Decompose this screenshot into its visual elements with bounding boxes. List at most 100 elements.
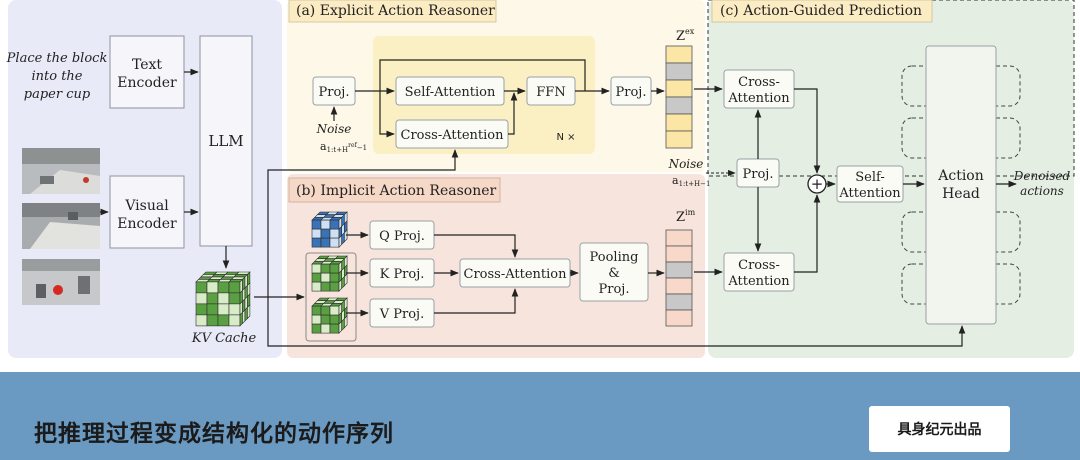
token-cell	[665, 113, 693, 132]
instruction-line-3: paper cup	[24, 87, 91, 102]
prediction-title: (c) Action-Guided Prediction	[720, 3, 922, 19]
implicit-cross-attention-label: Cross-Attention	[464, 267, 568, 282]
explicit-proj-in-label: Proj.	[319, 85, 350, 100]
pred-proj-label: Proj.	[743, 167, 774, 182]
action-head-label-1: Action	[937, 168, 984, 184]
implicit-title-tag	[288, 177, 501, 203]
z-im-token-stack	[665, 229, 693, 327]
cube-cell	[344, 273, 348, 287]
action-head-label-2: Head	[942, 186, 980, 202]
visual-encoder-label-1: Visual	[124, 198, 169, 214]
cube-cell	[329, 228, 340, 239]
explicit-noise-label: Noise	[316, 122, 352, 136]
cube-cell	[228, 314, 241, 327]
camera-image-3	[22, 259, 100, 305]
explicit-ffn-label: FFN	[536, 85, 565, 100]
kv-split-frame	[305, 252, 357, 342]
kv-cache-label: KV Cache	[191, 331, 257, 346]
cube-cell	[195, 303, 208, 316]
cube-cell	[320, 272, 331, 283]
cube-cell	[311, 263, 322, 274]
cube-cell	[195, 281, 208, 294]
z-im-label: Zim	[676, 208, 696, 225]
cube-cell	[311, 237, 322, 248]
pred-cross-attention-top-label-1: Cross-	[738, 75, 780, 90]
banner-badge: 具身纪元出品	[869, 406, 1010, 452]
cube-cell	[329, 237, 340, 248]
cube-cell	[228, 281, 241, 294]
output-label-1: Denoised	[1013, 169, 1071, 183]
implicit-title: (b) Implicit Action Reasoner	[296, 183, 496, 199]
pred-noise-symbol: a1:t+H−1	[672, 174, 710, 188]
explicit-repeat-label: N ×	[556, 132, 575, 143]
explicit-title: (a) Explicit Action Reasoner	[296, 3, 495, 19]
explicit-cross-attention-label: Cross-Attention	[401, 128, 505, 143]
output-label-2: actions	[1020, 184, 1064, 198]
camera-image-1	[22, 148, 100, 194]
cube-cell	[329, 314, 340, 325]
token-cell	[665, 229, 693, 247]
pred-cross-attention-bottom-label-2: Attention	[727, 274, 790, 289]
z-ex-token-stack	[665, 45, 693, 149]
k-cache-icon	[311, 255, 348, 292]
token-cell	[665, 261, 693, 279]
token-cell	[665, 277, 693, 295]
cube-cell	[320, 323, 331, 334]
cube-cell	[206, 292, 219, 305]
cube-cell	[311, 228, 322, 239]
prediction-title-tag	[711, 0, 933, 23]
v-cache-icon	[311, 297, 348, 334]
plus-junction-symbol: +	[811, 175, 824, 193]
q-proj-label: Q Proj.	[379, 229, 425, 244]
cube-cell	[320, 228, 331, 239]
v-proj-label: V Proj.	[379, 307, 424, 322]
token-cell	[665, 245, 693, 263]
visual-encoder-label-2: Encoder	[117, 216, 177, 232]
explicit-self-attention-label: Self-Attention	[405, 85, 496, 100]
text-encoder-box	[109, 35, 185, 109]
pred-self-attention-label-2: Attention	[838, 186, 901, 201]
cube-cell	[329, 281, 340, 292]
pred-cross-attention-bottom-label-1: Cross-	[738, 258, 780, 273]
cube-cell	[320, 263, 331, 274]
pooling-label-1: Pooling	[590, 250, 639, 265]
cube-cell	[247, 304, 251, 320]
cube-cell	[206, 314, 219, 327]
cube-cell	[320, 219, 331, 230]
token-cell	[665, 309, 693, 327]
cube-cell	[195, 314, 208, 327]
cube-cell	[217, 281, 230, 294]
pooling-label-2: &	[608, 266, 620, 281]
cube-cell	[329, 219, 340, 230]
cube-cell	[329, 263, 340, 274]
cube-cell	[206, 281, 219, 294]
instruction-line-1: Place the block	[6, 51, 108, 66]
cube-cell	[311, 272, 322, 283]
cube-cell	[242, 309, 246, 325]
z-ex-label: Zex	[676, 27, 695, 44]
k-proj-label: K Proj.	[380, 267, 425, 282]
cube-cell	[329, 323, 340, 334]
explicit-title-tag	[288, 0, 497, 23]
cube-cell	[320, 305, 331, 316]
pred-cross-attention-top-label-2: Attention	[727, 91, 790, 106]
cube-cell	[217, 292, 230, 305]
cube-cell	[320, 314, 331, 325]
cube-cell	[217, 303, 230, 316]
cube-cell	[344, 315, 348, 329]
kv-cache-icon	[195, 271, 251, 327]
cube-cell	[217, 314, 230, 327]
cube-cell	[311, 323, 322, 334]
pred-self-attention-label-1: Self-	[855, 170, 885, 185]
banner-title: 把推理过程变成结构化的动作序列	[34, 421, 394, 447]
visual-encoder-box	[109, 175, 185, 249]
token-cell	[665, 96, 693, 115]
cube-cell	[206, 303, 219, 316]
q-cache-icon	[311, 211, 348, 248]
token-cell	[665, 45, 693, 64]
cube-cell	[239, 311, 243, 327]
pooling-box	[579, 242, 649, 302]
token-cell	[665, 62, 693, 81]
cube-cell	[195, 292, 208, 305]
